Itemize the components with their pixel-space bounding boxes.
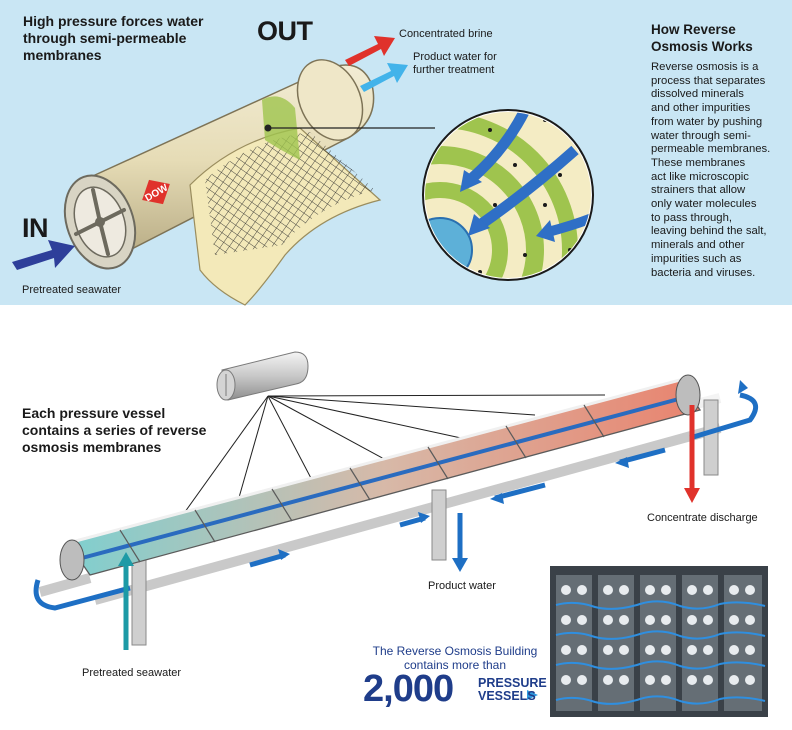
membrane-element-icon <box>216 351 309 401</box>
pretreated-seawater-top-label: Pretreated seawater <box>22 284 122 296</box>
vessel-caption: Each pressure vessel contains a series o… <box>22 405 207 455</box>
product-arrow <box>360 63 408 92</box>
stat-line-2: contains more than <box>403 658 507 672</box>
building-photo <box>550 566 768 717</box>
sidebar-title: How Reverse Osmosis Works <box>651 22 753 54</box>
stat-word-vessels: VESSELS <box>478 689 536 703</box>
dow-logo: DOW <box>142 179 171 204</box>
brine-arrow <box>345 36 395 66</box>
stat-number: 2,000 <box>363 668 454 710</box>
stat-word-pressure: PRESSURE <box>478 676 547 690</box>
magnified-view <box>422 109 594 281</box>
product-water-bottom-label: Product water <box>428 580 496 592</box>
out-label: OUT <box>257 16 313 46</box>
headline: High pressure forces water through semi-… <box>23 13 204 63</box>
membrane-callout-lines <box>171 394 606 531</box>
concentrated-brine-label: Concentrated brine <box>399 28 493 40</box>
top-panel <box>0 0 792 305</box>
stat-line-1: The Reverse Osmosis Building <box>372 644 538 658</box>
stat-arrow-icon <box>527 690 538 700</box>
sidebar-body: Reverse osmosis is a process that separa… <box>651 61 771 279</box>
concentrate-discharge-label: Concentrate discharge <box>647 512 758 524</box>
product-water-label: Product water for further treatment <box>413 51 497 76</box>
pretreated-seawater-bottom-label: Pretreated seawater <box>82 667 182 679</box>
in-arrow <box>12 240 75 270</box>
pressure-vessel <box>59 374 702 581</box>
membrane-cylinder <box>63 59 382 306</box>
in-label: IN <box>22 213 49 243</box>
